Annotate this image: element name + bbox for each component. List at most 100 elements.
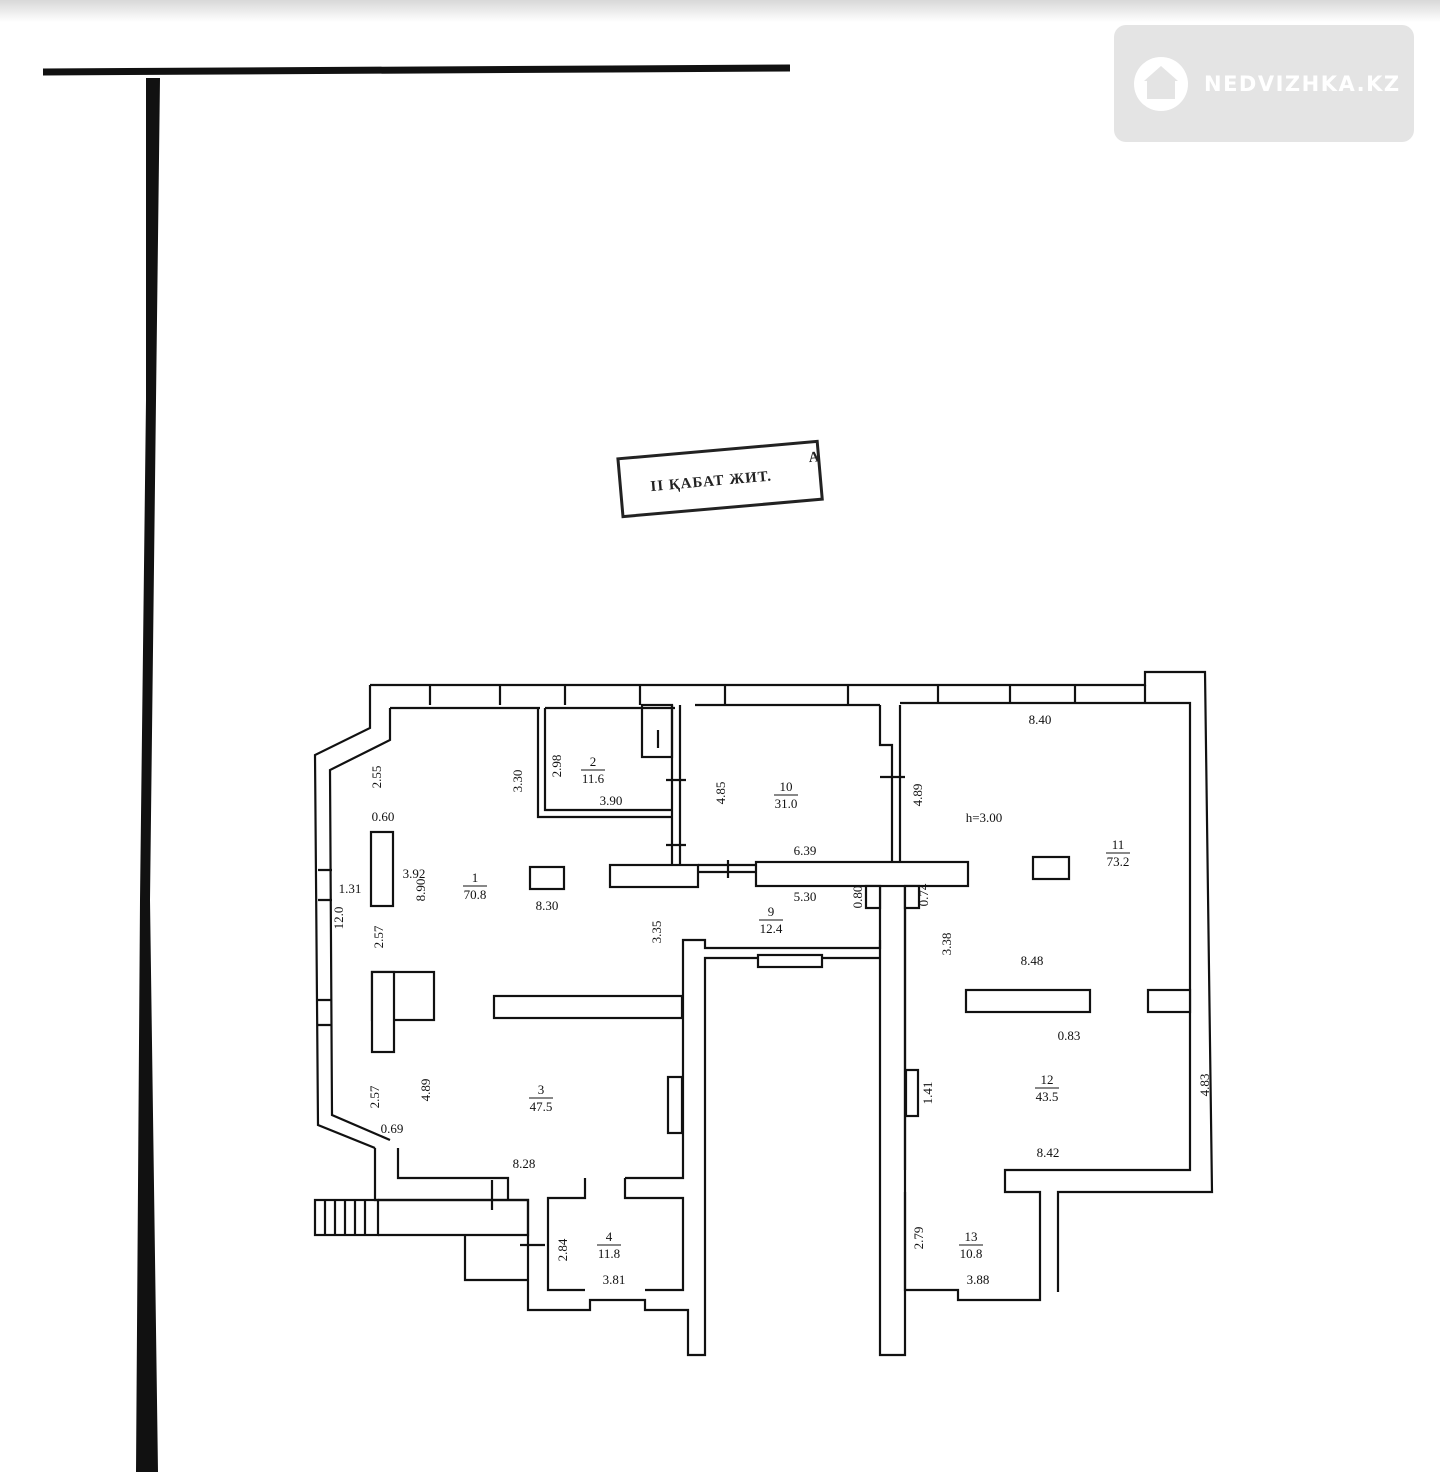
dimension-label: 9 — [768, 904, 775, 919]
dimension-label: 8.90 — [413, 879, 428, 902]
plan-mark — [1146, 988, 1192, 1014]
dimension-label: 12 — [1041, 1072, 1054, 1087]
dimension-label: 10 — [780, 779, 793, 794]
dimension-label: 6.39 — [794, 843, 817, 858]
dimension-label: 11.6 — [582, 771, 605, 786]
plan-mark — [492, 994, 684, 1020]
dimension-label: 4 — [606, 1229, 613, 1244]
dimension-label: 3.92 — [403, 866, 426, 881]
dimension-label: 43.5 — [1036, 1089, 1059, 1104]
dimension-label: 70.8 — [464, 887, 487, 902]
dimension-label: 5.30 — [794, 889, 817, 904]
dimension-label: 0.83 — [1058, 1028, 1081, 1043]
plan-mark — [490, 775, 905, 1247]
plan-mark — [328, 708, 392, 1142]
house-icon — [1134, 56, 1188, 111]
dimension-label: 3.35 — [649, 921, 664, 944]
dimension-label: 4.89 — [910, 784, 925, 807]
dimension-label: 2.57 — [371, 925, 386, 948]
watermark-logo: NEDVIZHKA.KZ — [1114, 25, 1414, 142]
plan-mark — [903, 884, 921, 910]
plan-mark — [864, 884, 882, 910]
dimension-label: 3.88 — [967, 1272, 990, 1287]
plan-mark — [670, 705, 682, 865]
dimension-label: 8.48 — [1021, 953, 1044, 968]
dimension-label: 4.83 — [1197, 1074, 1212, 1097]
plan-mark — [369, 830, 395, 908]
plan-mark — [878, 886, 907, 1357]
plan-mark — [756, 953, 824, 969]
room-9: 912.4 — [759, 904, 783, 936]
plan-mark — [903, 886, 1042, 1302]
stamp: II ҚАБАТ ЖИТ. A — [616, 439, 824, 519]
dimension-label: 3.81 — [603, 1272, 626, 1287]
dimension-label: 2.57 — [367, 1085, 382, 1108]
dimension-label: 4.85 — [713, 782, 728, 805]
dimension-label: 8.30 — [536, 898, 559, 913]
dimension-label: 2.98 — [549, 755, 564, 778]
room-13: 13 10.8 — [959, 1229, 983, 1261]
plan-mark — [528, 865, 566, 891]
room-10: 10 31.0 — [774, 779, 798, 811]
ceiling-height: h=3.00 — [966, 810, 1003, 825]
dimensions-vertical: 2.55 3.30 2.98 4.85 4.89 8.90 12.0 2.57 … — [331, 755, 1212, 1262]
plan-mark — [964, 988, 1092, 1014]
dimension-label: 2.84 — [555, 1238, 570, 1261]
dimension-label: 47.5 — [530, 1099, 553, 1114]
plan-mark — [536, 708, 672, 819]
dimension-label: 2.79 — [911, 1227, 926, 1250]
dimension-label: 11.8 — [598, 1246, 620, 1261]
dimensions-horizontal: 8.40 0.60 3.90 6.39 1.31 8.30 5.30 8.48 … — [339, 712, 1081, 1287]
plan-mark — [318, 868, 332, 1027]
dimension-label: 73.2 — [1107, 854, 1130, 869]
stamp-mark: A — [808, 449, 821, 466]
plan-mark — [1031, 855, 1071, 881]
dimension-label: 8.28 — [513, 1156, 536, 1171]
scan-top-border — [42, 64, 791, 76]
dimension-label: 2.55 — [369, 766, 384, 789]
dimension-label: 10.8 — [960, 1246, 983, 1261]
plan-mark — [370, 970, 396, 1054]
dimension-label: 3.30 — [510, 770, 525, 793]
dimension-label: 12.0 — [331, 907, 346, 930]
plan-mark — [640, 703, 674, 759]
stamp-text: II ҚАБАТ ЖИТ. — [650, 468, 773, 495]
walls — [313, 670, 1214, 1357]
dimension-label: 4.89 — [418, 1079, 433, 1102]
dimension-label: 8.42 — [1037, 1145, 1060, 1160]
dimension-label: 8.40 — [1029, 712, 1052, 727]
plan-mark — [608, 863, 700, 889]
watermark-text: NEDVIZHKA.KZ — [1204, 71, 1401, 96]
room-12: 12 43.5 — [1035, 1072, 1059, 1104]
dimension-label: 3.38 — [939, 933, 954, 956]
plan-mark — [428, 685, 1147, 705]
dimension-label: 3.90 — [600, 793, 623, 808]
plan-mark — [313, 685, 376, 1150]
scan-left-border — [136, 78, 160, 1472]
dimension-label: 1.41 — [920, 1082, 935, 1105]
dimension-label: 11 — [1112, 837, 1125, 852]
dimension-label: 31.0 — [775, 796, 798, 811]
dimension-label: 0.69 — [381, 1121, 404, 1136]
plan-mark — [623, 1178, 685, 1292]
room-4: 411.8 — [597, 1229, 621, 1261]
dimension-label: 0.60 — [372, 809, 395, 824]
dimension-label: 0.74 — [916, 883, 931, 906]
dimension-label: 0.80 — [850, 886, 865, 909]
plan-mark — [666, 1075, 684, 1135]
dimension-label: 13 — [965, 1229, 978, 1244]
plan-mark — [396, 938, 882, 1292]
plan-mark — [754, 860, 970, 888]
dimension-label: 1 — [472, 870, 479, 885]
plan-mark — [616, 439, 824, 519]
dimension-label: 1.31 — [339, 881, 362, 896]
plan-mark — [378, 1198, 530, 1282]
plan-mark — [390, 701, 1192, 1285]
scan-top-shadow — [0, 0, 1440, 22]
plan-mark — [313, 1198, 380, 1237]
dimension-label: 2 — [590, 754, 597, 769]
room-1: 170.8 — [463, 870, 487, 902]
dimension-label: 3 — [538, 1082, 545, 1097]
